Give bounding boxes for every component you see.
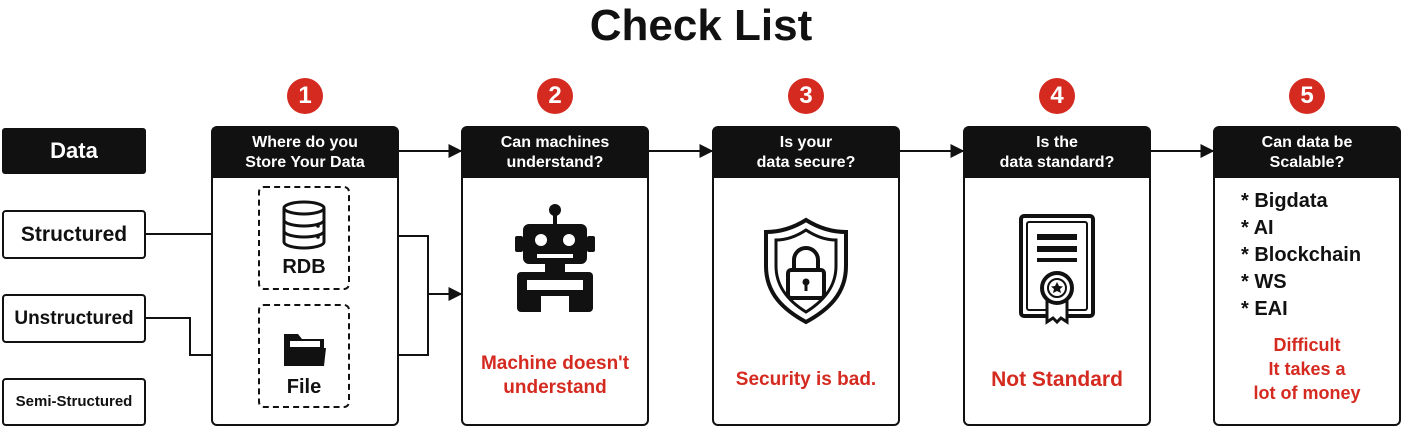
heading-line: Is your <box>779 134 833 151</box>
list-item: * AI <box>1241 217 1274 239</box>
result-line: Difficult <box>1273 335 1341 355</box>
step-card-2: Can machines understand? Machine doesn't… <box>461 126 649 426</box>
heading-line: understand? <box>506 154 604 171</box>
heading-line: Store Your Data <box>245 154 365 171</box>
step-heading-5: Can data be Scalable? <box>1215 128 1399 178</box>
step-result-4: Not Standard <box>965 368 1149 392</box>
shield-lock-icon <box>764 217 848 325</box>
rdb-box: RDB <box>258 186 350 290</box>
type-structured: Structured <box>2 210 146 259</box>
list-item: * EAI <box>1241 298 1288 320</box>
result-line: lot of money <box>1253 383 1361 403</box>
data-header: Data <box>2 128 146 174</box>
step-result-5: Difficult It takes a lot of money <box>1215 333 1399 405</box>
step-number-1: 1 <box>287 78 323 114</box>
heading-line: data secure? <box>756 154 856 171</box>
type-unstructured: Unstructured <box>2 294 146 343</box>
step-heading-4: Is the data standard? <box>965 128 1149 178</box>
step-heading-1: Where do you Store Your Data <box>213 128 397 178</box>
heading-line: Can data be <box>1261 134 1353 151</box>
result-line: It takes a <box>1268 359 1346 379</box>
result-line: understand <box>503 377 607 398</box>
file-box: File <box>258 304 350 408</box>
step-result-2: Machine doesn't understand <box>463 352 647 400</box>
step-card-5: Can data be Scalable? * Bigdata * AI * B… <box>1213 126 1401 426</box>
rdb-label: RDB <box>282 256 326 278</box>
step-card-3: Is your data secure? Security is bad. <box>712 126 900 426</box>
step-number-4: 4 <box>1039 78 1075 114</box>
heading-line: Scalable? <box>1269 154 1345 171</box>
certificate-icon <box>1019 214 1095 325</box>
page-title: Check List <box>589 1 813 50</box>
type-semi-structured: Semi-Structured <box>2 378 146 426</box>
list-item: * Bigdata <box>1241 190 1328 212</box>
robot-icon <box>515 204 595 312</box>
database-icon <box>282 200 326 250</box>
list-item: * Blockchain <box>1241 244 1362 266</box>
result-line: Machine doesn't <box>480 353 630 374</box>
scalable-list: * Bigdata * AI * Blockchain * WS * EAI <box>1241 188 1399 323</box>
step-number-3: 3 <box>788 78 824 114</box>
step-heading-3: Is your data secure? <box>714 128 898 178</box>
step-number-2: 2 <box>537 78 573 114</box>
list-item: * WS <box>1241 271 1287 293</box>
step-number-5: 5 <box>1289 78 1325 114</box>
heading-line: Where do you <box>252 134 358 151</box>
heading-line: Can machines <box>500 134 610 151</box>
heading-line: data standard? <box>999 154 1115 171</box>
step-result-3: Security is bad. <box>714 368 898 392</box>
result-line: Security is bad. <box>735 369 877 390</box>
result-line: Not Standard <box>991 368 1123 391</box>
file-label: File <box>286 376 322 398</box>
heading-line: Is the <box>1036 134 1078 151</box>
folder-icon <box>284 334 326 366</box>
step-heading-2: Can machines understand? <box>463 128 647 178</box>
step-card-4: Is the data standard? Not Standard <box>963 126 1151 426</box>
